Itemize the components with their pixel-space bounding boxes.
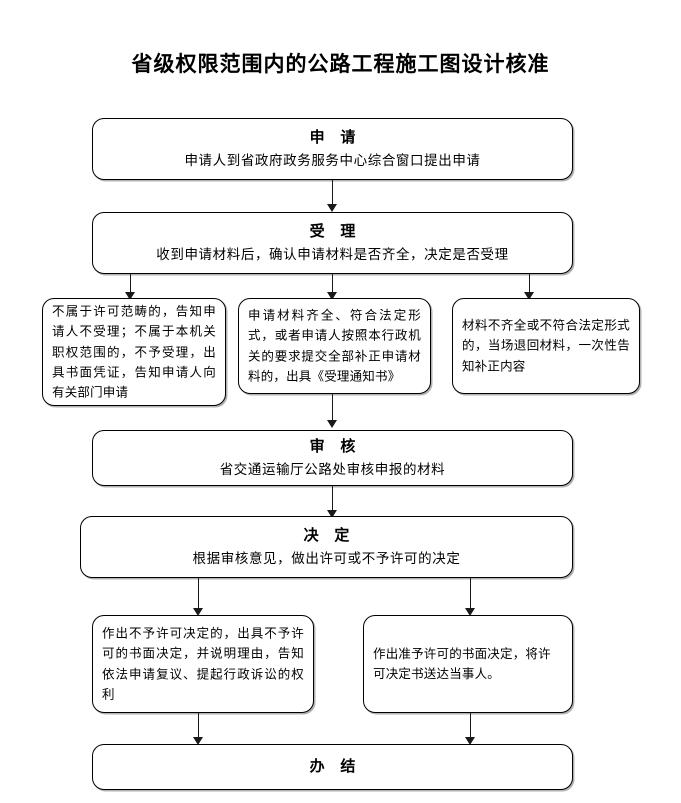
connector-accept-to-branch-left: [130, 274, 131, 294]
arrow-accept-to-branch-left: [125, 292, 135, 300]
arrow-branch-middle-to-review: [327, 420, 337, 428]
node-complete: 办 结: [92, 744, 573, 790]
connector-reject-to-complete: [198, 713, 199, 739]
node-accept-heading: 受 理: [309, 223, 362, 240]
node-branch-right-body: 材料不齐全或不符合法定形式的，当场退回材料，一次性告知补正内容: [462, 318, 630, 374]
arrow-reject-to-complete: [193, 737, 203, 745]
arrow-apply-to-accept: [327, 204, 337, 212]
connector-accept-to-branch-right: [529, 274, 530, 294]
node-decision-content: 决 定 根据审核意见，做出许可或不予许可的决定: [81, 525, 572, 569]
node-outcome-reject-body: 作出不予许可决定的，出具不予许可的书面决定，并说明理由，告知依法申请复议、提起行…: [102, 626, 304, 702]
node-review-body: 省交通运输厅公路处审核申报的材料: [219, 461, 446, 477]
page-title: 省级权限范围内的公路工程施工图设计核准: [131, 52, 550, 76]
arrow-review-to-decision: [327, 510, 337, 518]
node-decision-body: 根据审核意见，做出许可或不予许可的决定: [192, 550, 461, 566]
node-outcome-reject-content: 作出不予许可决定的，出具不予许可的书面决定，并说明理由，告知依法申请复议、提起行…: [93, 624, 313, 705]
node-outcome-approve: 作出准予许可的书面决定，将许可决定书送达当事人。: [363, 615, 573, 713]
connector-review-to-decision: [332, 486, 333, 512]
node-apply-heading: 申 请: [309, 129, 362, 146]
node-apply-body: 申请人到省政府政务服务中心综合窗口提出申请: [184, 152, 481, 168]
node-apply-content: 申 请 申请人到省政府政务服务中心综合窗口提出申请: [93, 127, 572, 171]
connector-apply-to-accept: [332, 180, 333, 206]
connector-decision-to-approve: [470, 578, 471, 610]
node-branch-middle-content: 申请材料齐全、符合法定形式，或者申请人按照本行政机关的要求提交全部补正申请材料的…: [239, 306, 430, 387]
connector-approve-to-complete: [470, 713, 471, 739]
node-accept-content: 受 理 收到申请材料后，确认申请材料是否齐全，决定是否受理: [93, 221, 572, 265]
arrow-approve-to-complete: [465, 737, 475, 745]
arrow-decision-to-reject: [193, 608, 203, 616]
node-complete-heading: 办 结: [309, 758, 362, 775]
node-branch-middle: 申请材料齐全、符合法定形式，或者申请人按照本行政机关的要求提交全部补正申请材料的…: [238, 298, 431, 394]
node-branch-middle-body: 申请材料齐全、符合法定形式，或者申请人按照本行政机关的要求提交全部补正申请材料的…: [248, 308, 421, 384]
node-outcome-approve-content: 作出准予许可的书面决定，将许可决定书送达当事人。: [364, 644, 572, 685]
node-branch-left-body: 不属于许可范畴的，告知申请人不受理；不属于本机关职权范围的，不予受理，出具书面凭…: [52, 304, 216, 400]
node-branch-right-content: 材料不齐全或不符合法定形式的，当场退回材料，一次性告知补正内容: [453, 316, 639, 377]
node-review: 审 核 省交通运输厅公路处审核申报的材料: [92, 430, 573, 486]
arrow-decision-to-approve: [465, 608, 475, 616]
node-outcome-reject: 作出不予许可决定的，出具不予许可的书面决定，并说明理由，告知依法申请复议、提起行…: [92, 615, 314, 713]
arrow-accept-to-branch-middle: [327, 292, 337, 300]
node-accept: 受 理 收到申请材料后，确认申请材料是否齐全，决定是否受理: [92, 212, 573, 274]
connector-decision-to-reject: [198, 578, 199, 610]
node-decision-heading: 决 定: [303, 527, 356, 544]
node-decision: 决 定 根据审核意见，做出许可或不予许可的决定: [80, 516, 573, 578]
node-accept-body: 收到申请材料后，确认申请材料是否齐全，决定是否受理: [156, 246, 509, 262]
node-apply: 申 请 申请人到省政府政务服务中心综合窗口提出申请: [92, 118, 573, 180]
arrow-accept-to-branch-right: [524, 292, 534, 300]
node-outcome-approve-body: 作出准予许可的书面决定，将许可决定书送达当事人。: [373, 646, 551, 681]
node-review-content: 审 核 省交通运输厅公路处审核申报的材料: [93, 436, 572, 480]
node-branch-left: 不属于许可范畴的，告知申请人不受理；不属于本机关职权范围的，不予受理，出具书面凭…: [42, 298, 226, 406]
node-complete-content: 办 结: [93, 756, 572, 779]
node-review-heading: 审 核: [309, 438, 362, 455]
node-branch-left-content: 不属于许可范畴的，告知申请人不受理；不属于本机关职权范围的，不予受理，出具书面凭…: [43, 301, 225, 402]
connector-branch-middle-to-review: [332, 394, 333, 424]
connector-accept-to-branch-middle: [332, 274, 333, 294]
node-branch-right: 材料不齐全或不符合法定形式的，当场退回材料，一次性告知补正内容: [452, 298, 640, 394]
